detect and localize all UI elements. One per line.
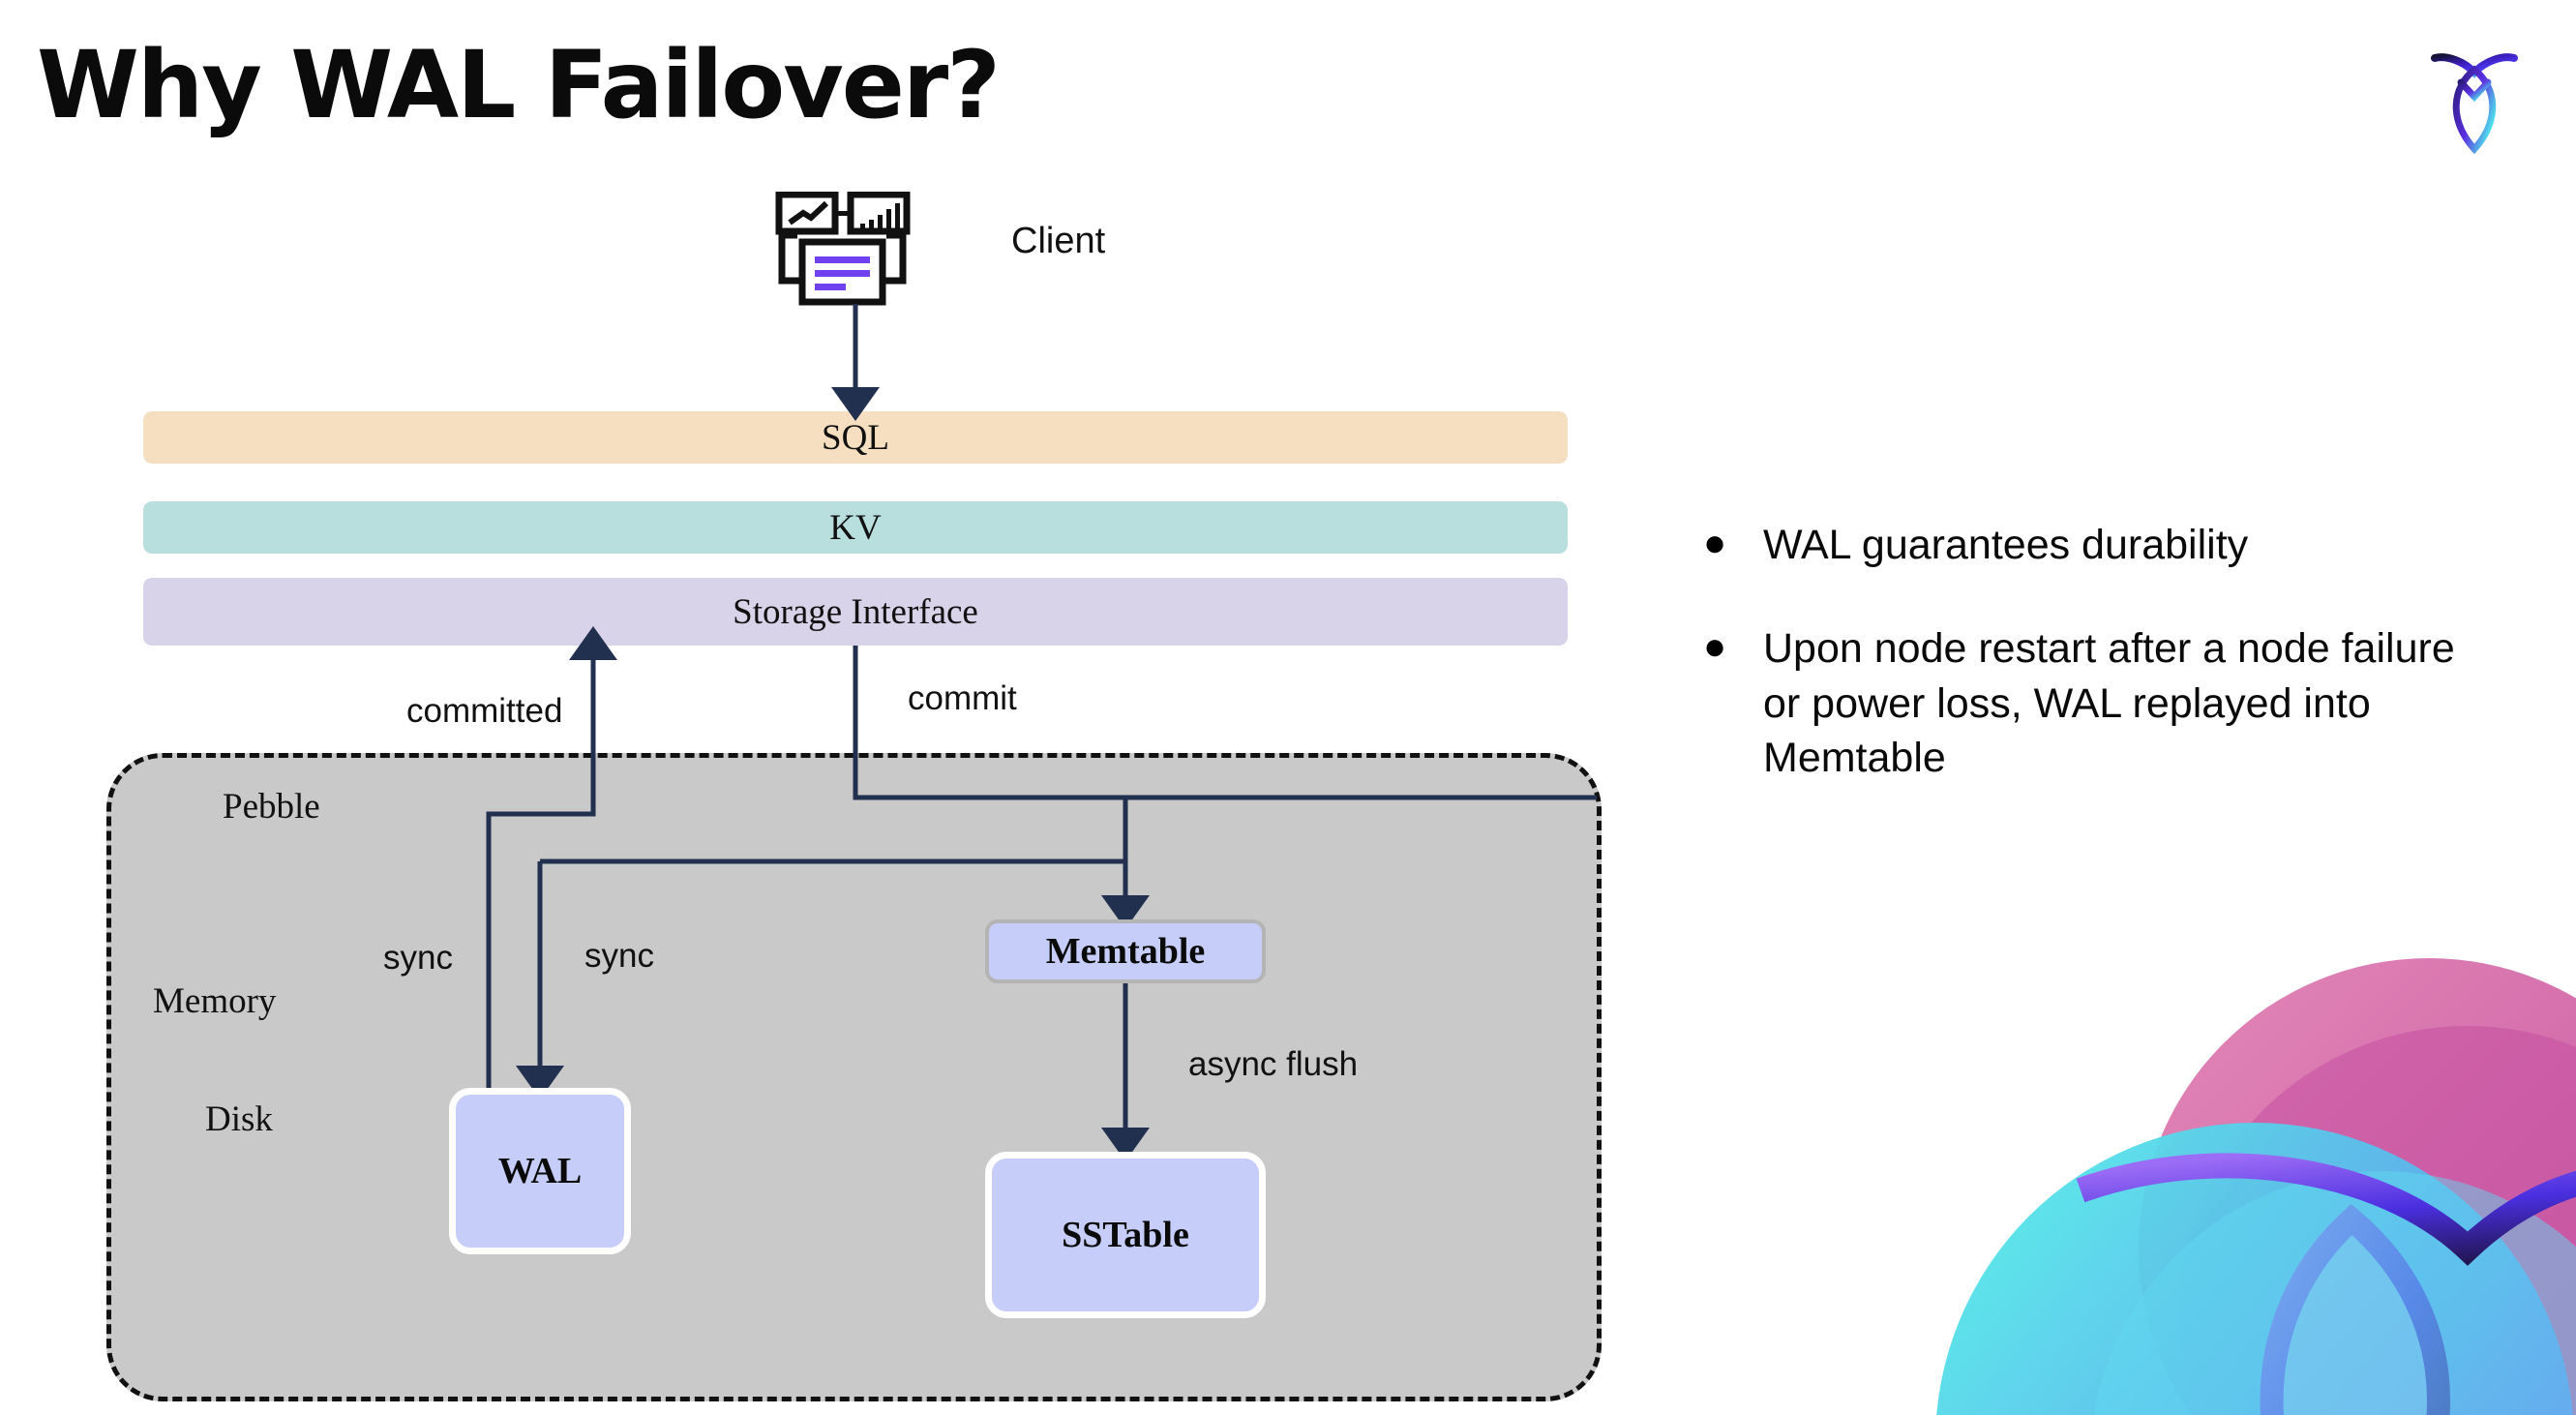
edge-label-sync-2: sync <box>584 937 654 975</box>
decorative-gradient-watermark <box>1936 958 2576 1415</box>
node-box-sstable: SSTable <box>985 1152 1266 1318</box>
node-box-memtable: Memtable <box>985 919 1266 983</box>
disk-label: Disk <box>205 1099 273 1139</box>
bullet-dot-icon: ● <box>1703 522 1727 564</box>
client-dashboard-icon <box>775 192 911 306</box>
layer-bar-sql: SQL <box>143 411 1568 464</box>
client-label: Client <box>1011 221 1106 261</box>
node-box-wal: WAL <box>449 1088 631 1254</box>
bullet-text: Upon node restart after a node failure o… <box>1763 624 2455 782</box>
pebble-container <box>106 753 1602 1401</box>
list-item: ● Upon node restart after a node failure… <box>1703 621 2497 786</box>
page-title: Why WAL Failover? <box>37 31 1001 139</box>
layer-bar-storage: Storage Interface <box>143 578 1568 646</box>
edge-label-sync-1: sync <box>383 939 453 977</box>
node-label-memtable: Memtable <box>1045 931 1206 972</box>
bullet-list: ● WAL guarantees durability ● Upon node … <box>1703 518 2497 834</box>
cockroachdb-logo <box>2431 53 2518 155</box>
layer-label-sql: SQL <box>822 417 889 458</box>
node-label-sstable: SSTable <box>1062 1215 1189 1255</box>
pebble-label: Pebble <box>223 787 320 827</box>
bullet-dot-icon: ● <box>1703 624 1727 668</box>
list-item: ● WAL guarantees durability <box>1703 518 2497 573</box>
layer-label-storage: Storage Interface <box>733 591 978 632</box>
layer-label-kv: KV <box>829 507 882 548</box>
bullet-text: WAL guarantees durability <box>1763 522 2249 568</box>
layer-bar-kv: KV <box>143 501 1568 554</box>
memory-label: Memory <box>153 981 277 1021</box>
edge-label-commit: commit <box>908 679 1017 717</box>
node-label-wal: WAL <box>497 1151 583 1191</box>
edge-label-committed: committed <box>406 692 563 730</box>
edge-label-async-flush: async flush <box>1188 1045 1359 1083</box>
